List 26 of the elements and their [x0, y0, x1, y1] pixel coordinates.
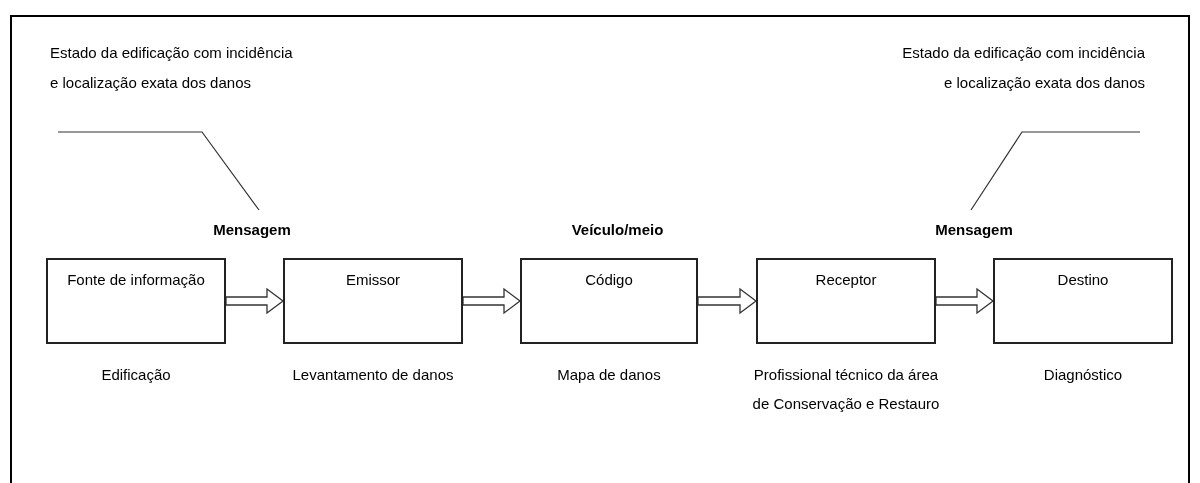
heading-text: Veículo/meio: [570, 220, 665, 240]
heading-text: Mensagem: [912, 218, 1036, 242]
process-box: [46, 258, 226, 344]
box-label: Fonte de informação: [66, 270, 206, 290]
node-caption: Diagnóstico: [1042, 365, 1124, 385]
node-caption: Levantamento de danos: [291, 365, 455, 385]
process-box: [756, 258, 936, 344]
block-arrow: [697, 287, 758, 315]
box-label: Código: [584, 270, 634, 290]
process-box: [520, 258, 698, 344]
box-label: Destino: [1056, 270, 1110, 290]
leader-line: [970, 131, 1141, 211]
heading-text: Mensagem: [190, 218, 314, 242]
block-arrow: [462, 287, 522, 315]
block-arrow: [935, 287, 995, 315]
leader-line: [57, 131, 260, 211]
process-box: [993, 258, 1173, 344]
process-box: [283, 258, 463, 344]
annotation-text: Estado da edificação com incidência e localização exata dos danos: [890, 38, 1145, 128]
annotation-text: Estado da edificação com incidência e localização exata dos danos: [50, 38, 300, 128]
box-label: Emissor: [344, 270, 402, 290]
node-caption: Mapa de danos: [556, 365, 662, 385]
node-caption: Edificação: [100, 365, 172, 385]
box-label: Receptor: [814, 270, 878, 290]
node-caption: Profissional técnico da área de Conservação e Restauro: [751, 365, 941, 414]
block-arrow: [225, 287, 285, 315]
